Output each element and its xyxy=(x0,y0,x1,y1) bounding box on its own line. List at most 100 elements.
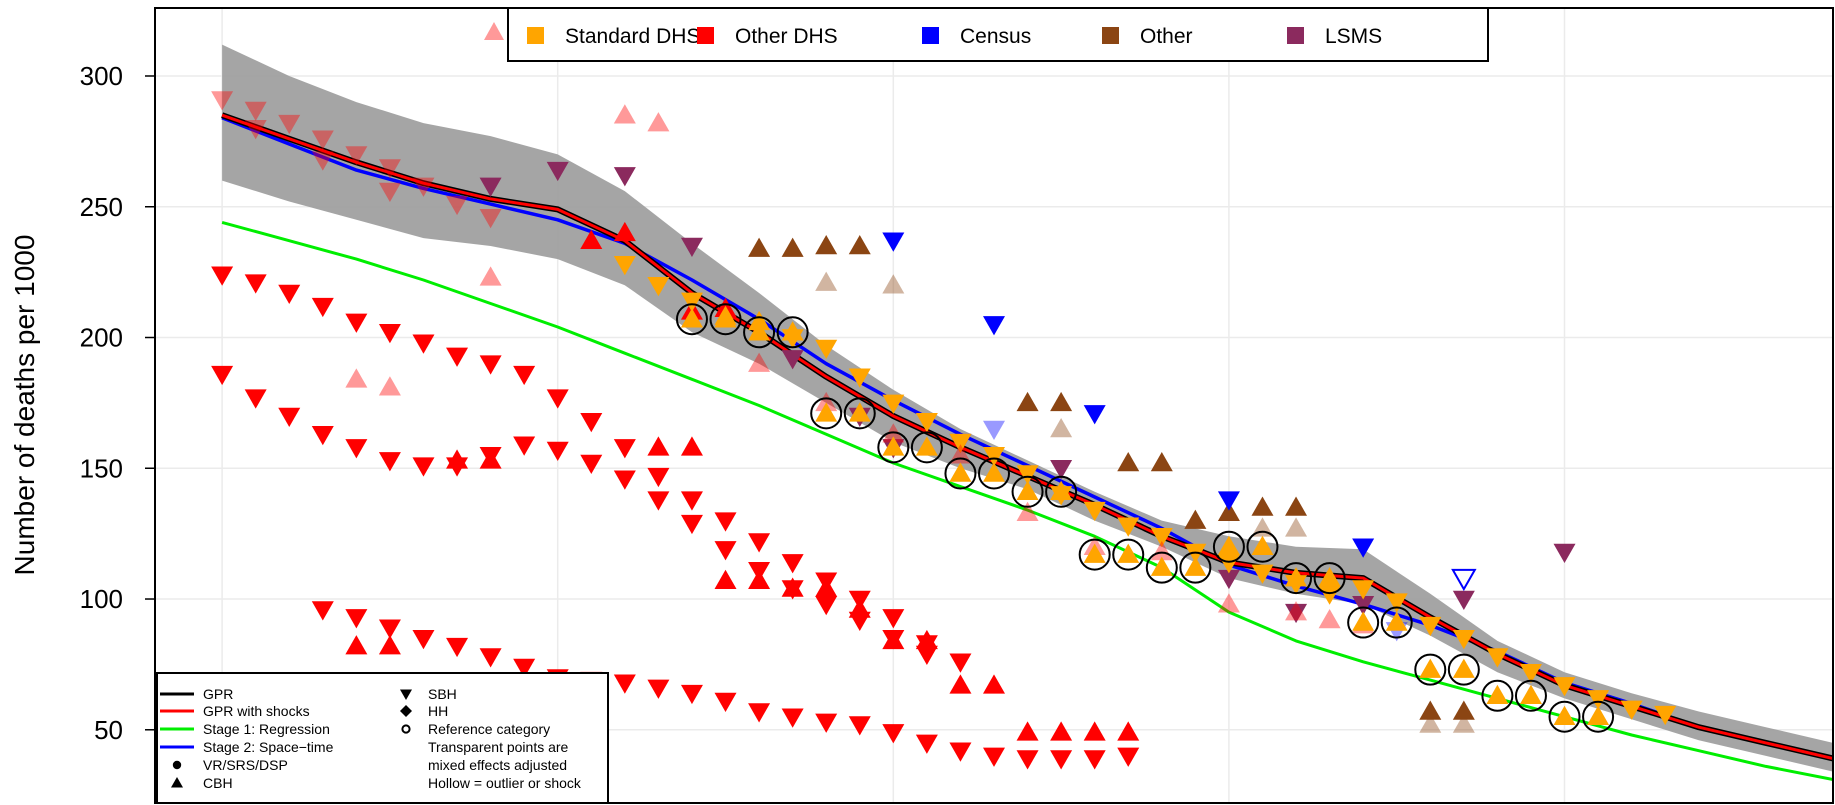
data-point-other xyxy=(815,234,838,255)
data-point-other-dhs xyxy=(412,177,435,197)
data-point-lsms xyxy=(1352,596,1375,616)
data-point-other-dhs xyxy=(211,365,234,386)
data-point-census xyxy=(983,420,1005,441)
data-point-other-dhs xyxy=(680,491,703,511)
data-point-other-dhs xyxy=(479,648,502,668)
data-point-other-dhs xyxy=(378,159,401,179)
data-point-other-dhs xyxy=(513,365,536,386)
data-point-standard-dhs xyxy=(915,412,938,433)
data-point-other xyxy=(882,274,905,294)
data-point-other-dhs xyxy=(311,601,334,621)
reference-ring xyxy=(910,431,943,464)
reference-ring xyxy=(1280,562,1313,595)
legend-line-label: GPR with shocks xyxy=(203,703,310,719)
legend-label: Other xyxy=(1140,25,1193,48)
data-point-other xyxy=(1050,391,1073,412)
data-point-standard-dhs xyxy=(1251,535,1274,555)
reference-ring xyxy=(1481,679,1514,712)
data-point-other xyxy=(848,234,871,255)
data-point-standard-dhs xyxy=(1184,556,1207,576)
data-point-other-dhs xyxy=(378,182,401,203)
data-point-other-dhs xyxy=(613,221,636,242)
data-point-census xyxy=(1217,491,1240,511)
data-point-other xyxy=(1050,418,1073,438)
legend-note: mixed effects adjusted xyxy=(428,757,567,773)
data-point-other-dhs xyxy=(1117,747,1140,767)
data-point-other-dhs xyxy=(815,577,838,597)
reference-ring xyxy=(810,397,843,430)
data-point-other-dhs xyxy=(311,297,334,318)
data-point-other-dhs xyxy=(211,266,234,286)
data-point-other-dhs xyxy=(580,454,603,475)
data-point-standard-dhs xyxy=(815,339,838,359)
data-point-other xyxy=(1285,517,1308,537)
data-point-other-dhs xyxy=(244,389,267,409)
data-point-other-dhs xyxy=(613,439,636,459)
reference-ring xyxy=(944,457,977,490)
data-point-standard-dhs xyxy=(1083,543,1106,563)
reference-ring xyxy=(877,431,910,464)
data-point-other-dhs xyxy=(211,91,234,111)
data-point-other-dhs xyxy=(278,284,301,305)
data-point-census xyxy=(1083,405,1106,425)
data-point-other-dhs xyxy=(748,533,771,553)
reference-ring xyxy=(1347,606,1380,639)
legend-swatch-standard-dhs xyxy=(527,27,544,44)
data-point-other-dhs xyxy=(882,609,905,629)
legend-line-label: Stage 2: Space−time xyxy=(203,739,334,755)
data-point-other-dhs xyxy=(748,352,771,372)
data-point-standard-dhs xyxy=(781,321,804,341)
data-point-standard-dhs xyxy=(1083,501,1106,522)
data-point-other xyxy=(1452,700,1475,720)
data-point-other-dhs xyxy=(647,436,670,456)
data-point-other-dhs xyxy=(1150,540,1173,561)
legend-shape-hollow-circle-icon xyxy=(401,724,411,734)
data-point-other xyxy=(1285,496,1308,516)
data-point-other-dhs xyxy=(714,541,737,561)
data-point-census xyxy=(1352,538,1375,558)
data-point-other-dhs xyxy=(647,679,670,699)
data-point-standard-dhs xyxy=(1587,690,1610,710)
reference-ring xyxy=(1212,530,1245,563)
data-point-standard-dhs xyxy=(848,368,871,388)
data-point-other-dhs xyxy=(915,645,938,665)
data-point-other-dhs xyxy=(1083,721,1106,741)
legend-top-box xyxy=(507,7,1489,62)
y-axis-title: Number of deaths per 1000 xyxy=(9,235,40,576)
data-point-other-dhs xyxy=(848,598,871,618)
data-point-other-dhs xyxy=(446,637,469,658)
reference-ring xyxy=(1145,551,1178,584)
data-point-standard-dhs xyxy=(983,462,1005,482)
data-point-census xyxy=(882,232,905,252)
data-point-standard-dhs xyxy=(983,446,1005,467)
data-point-standard-dhs xyxy=(1385,593,1408,613)
legend-swatch-lsms xyxy=(1287,27,1304,44)
data-point-standard-dhs xyxy=(1419,658,1442,678)
reference-ring xyxy=(1514,679,1547,712)
legend-note: Transparent points are xyxy=(428,739,569,755)
reference-ring xyxy=(1313,562,1346,595)
data-point-other-dhs xyxy=(345,439,368,459)
data-point-other xyxy=(1184,509,1207,529)
data-point-other-dhs xyxy=(714,692,737,713)
data-point-other-dhs xyxy=(244,101,267,121)
data-point-other xyxy=(781,237,804,257)
data-point-standard-dhs xyxy=(1452,629,1475,650)
data-point-standard-dhs xyxy=(848,402,871,422)
data-point-standard-dhs xyxy=(1117,517,1140,537)
data-point-other xyxy=(1150,452,1173,472)
data-point-standard-dhs xyxy=(1318,585,1341,605)
data-point-standard-dhs xyxy=(815,402,838,422)
y-tick-label: 300 xyxy=(80,61,123,91)
data-point-standard-dhs xyxy=(1285,567,1308,587)
data-point-other-dhs xyxy=(1285,601,1308,621)
legend-shape-label: SBH xyxy=(428,686,457,702)
data-point-other-dhs xyxy=(680,436,703,456)
data-point-other-dhs xyxy=(1117,721,1140,741)
reference-ring xyxy=(1045,475,1078,508)
data-point-other-dhs xyxy=(781,554,804,574)
data-point-standard-dhs xyxy=(680,292,703,312)
data-point-other-dhs xyxy=(378,324,401,344)
data-point-other xyxy=(1016,391,1039,412)
